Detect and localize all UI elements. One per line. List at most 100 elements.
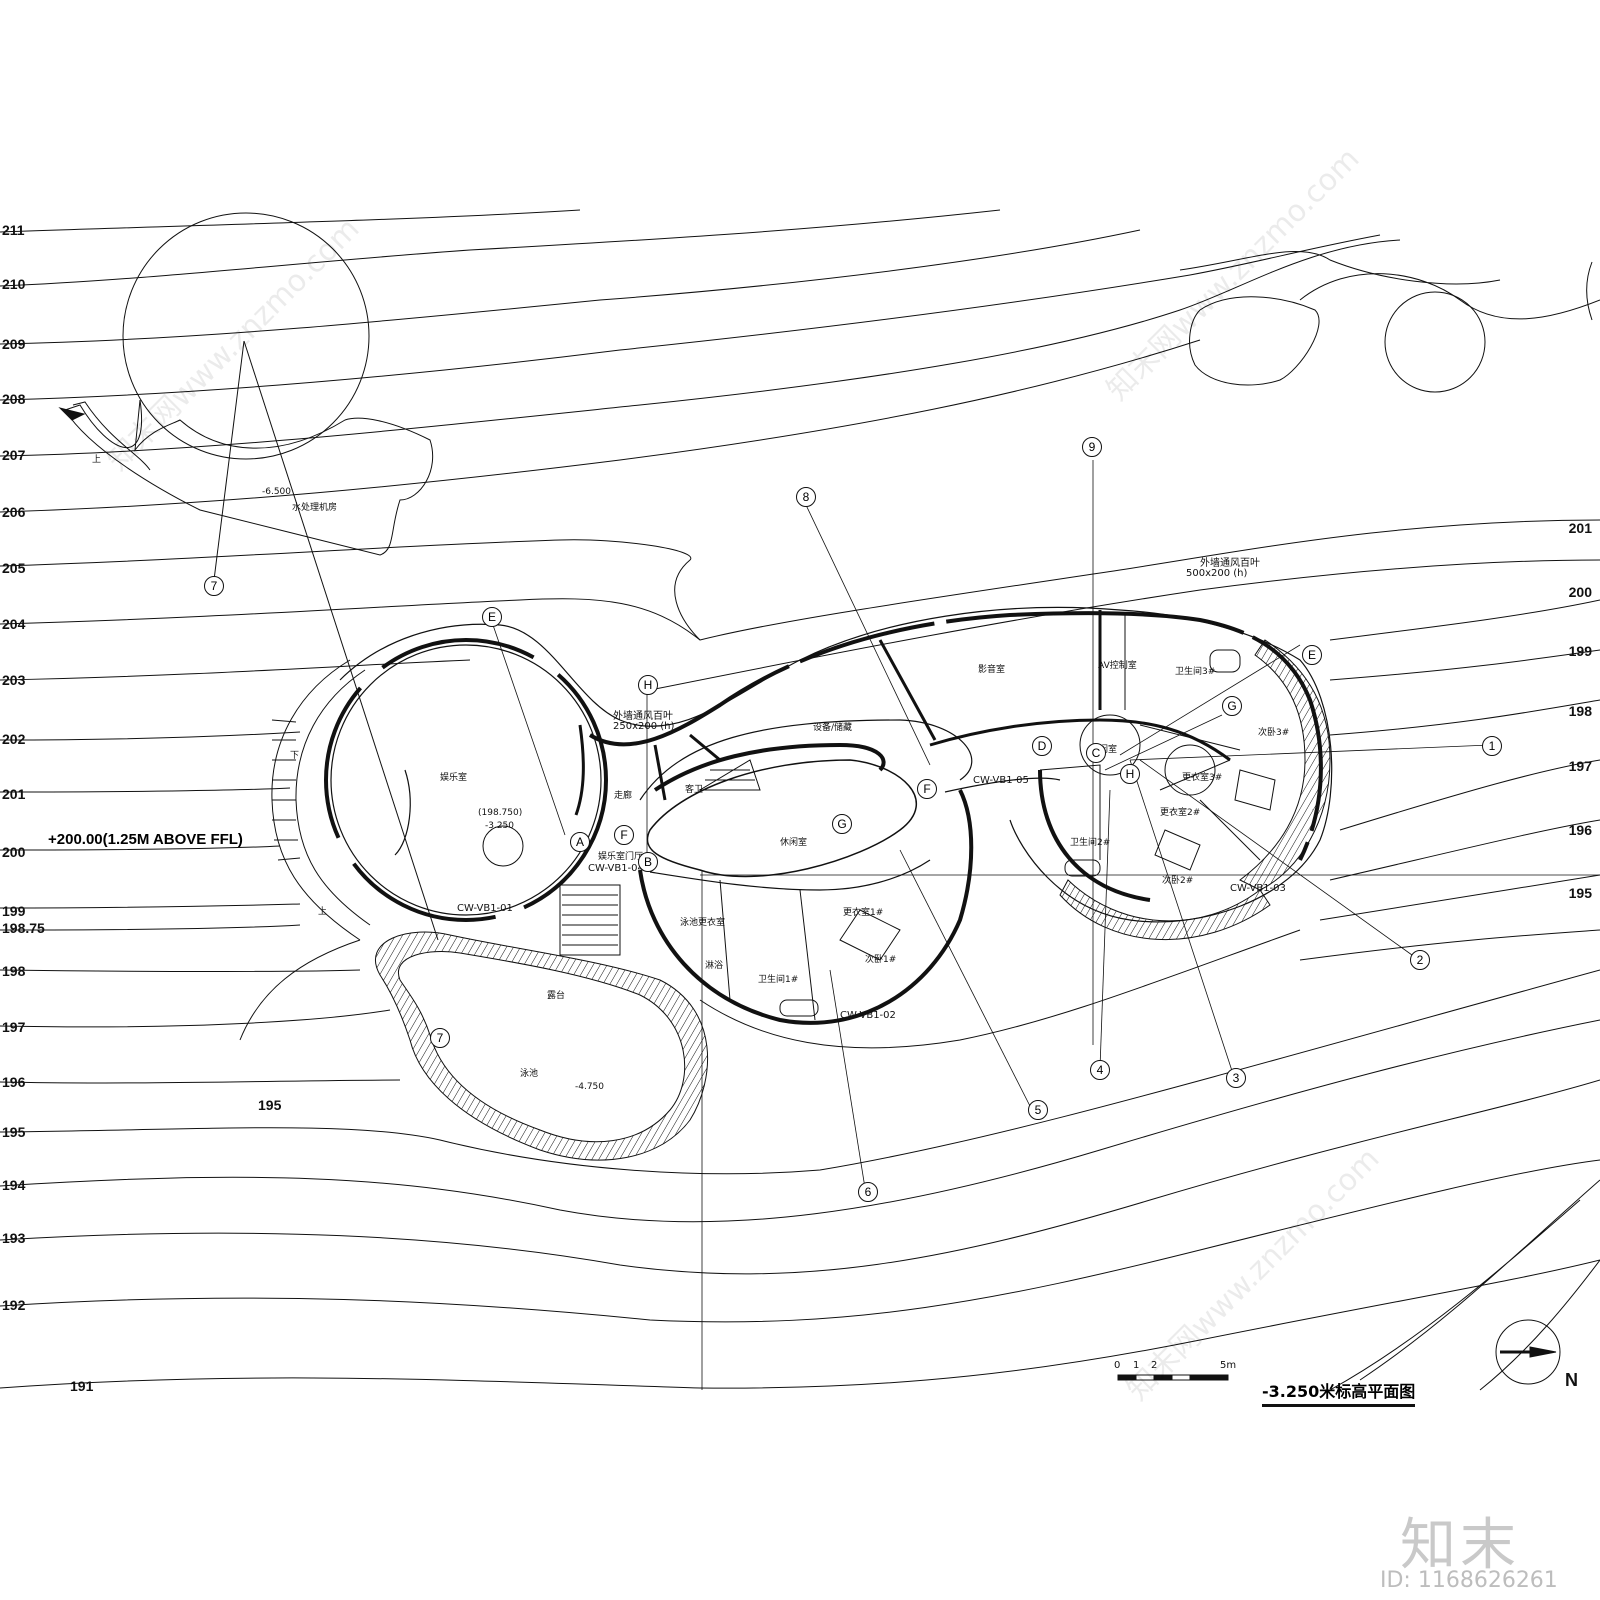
curtain-wall-tag: CW-VB1-03	[1230, 883, 1286, 894]
axis-bubble: 6	[858, 1182, 878, 1202]
contour-label-left: 208	[2, 391, 26, 407]
axis-bubble: 5	[1028, 1100, 1048, 1120]
curtain-wall-tag: CW-VB1-04	[588, 863, 644, 874]
room-closet3: 更衣室3#	[1182, 773, 1223, 783]
room-wc1: 卫生间1#	[758, 975, 799, 985]
interior-partitions	[653, 639, 1231, 801]
room-closet1: 更衣室1#	[843, 908, 884, 918]
watermark-logo: 知末	[1400, 1513, 1520, 1578]
room-suite2: 次卧2#	[1162, 876, 1194, 886]
axis-bubble: G	[1222, 696, 1242, 716]
room-terrace: 露台	[547, 991, 566, 1001]
building-envelope	[339, 606, 1333, 940]
axis-bubble: C	[1086, 743, 1106, 763]
axis-bubble: D	[1032, 736, 1052, 756]
entertainment-room-walls	[324, 638, 608, 922]
room-water-treatment: 水处理机房	[292, 503, 338, 513]
axis-bubble: B	[638, 852, 658, 872]
contour-label-left: 199	[2, 903, 26, 919]
contour-label-left: 210	[2, 276, 26, 292]
axis-bubble: A	[570, 832, 590, 852]
north-label: N	[1565, 1370, 1578, 1390]
contour-label-right: 197	[1568, 758, 1592, 774]
contour-label-right: 198	[1568, 703, 1592, 719]
room-closet2: 更衣室2#	[1160, 808, 1201, 818]
contour-label-left: 211	[2, 222, 25, 238]
room-pool: 泳池	[520, 1069, 539, 1079]
axis-bubble: 7	[204, 576, 224, 596]
grid-axes	[492, 460, 1600, 1390]
contour-label-left: 195	[2, 1124, 26, 1140]
louver-note: 外墙通风百叶	[1200, 558, 1260, 569]
contour-label-left: 200	[2, 844, 26, 860]
contour-label-left: 207	[2, 447, 26, 463]
contour-label-left: 206	[2, 504, 26, 520]
contour-lines	[0, 209, 1600, 1391]
scale-tick-label: 2	[1151, 1360, 1158, 1371]
room-entertainment-level2: -3.250	[485, 821, 515, 831]
contour-label-left: 197	[2, 1019, 26, 1035]
lower-wing-walls	[638, 789, 974, 1025]
contour-label-left: 205	[2, 560, 26, 576]
axis-bubble: 4	[1090, 1060, 1110, 1080]
room-hall: 娱乐室门厅	[598, 852, 644, 862]
contour-label-right: 196	[1568, 822, 1592, 838]
contour-label-right: 200	[1568, 584, 1592, 600]
curtain-wall-tag: CW-VB1-02	[840, 1010, 896, 1021]
ffl-note: +200.00(1.25M ABOVE FFL)	[48, 831, 243, 848]
room-suite3: 次卧3#	[1258, 728, 1290, 738]
terrace-pool	[374, 931, 709, 1161]
louver-size: 500x200 (h)	[1186, 568, 1248, 579]
circular-plaza	[122, 212, 439, 941]
room-entertainment: 娱乐室	[440, 773, 468, 783]
scale-tick-label: 0	[1114, 1360, 1121, 1371]
axis-bubble: 2	[1410, 950, 1430, 970]
room-av-control: AV控制室	[1098, 661, 1137, 671]
contour-label-left: 198	[2, 963, 26, 979]
scale-bar	[1117, 1374, 1229, 1381]
lounge-walls	[639, 719, 973, 878]
room-shower: 淋浴	[705, 961, 724, 971]
room-wc3: 卫生间3#	[1175, 667, 1216, 677]
room-entertainment-level: (198.750)	[478, 808, 523, 818]
axis-bubble: H	[638, 675, 658, 695]
suite-walls	[1038, 610, 1276, 902]
axis-bubble: F	[614, 825, 634, 845]
axis-bubble: F	[917, 779, 937, 799]
contour-label-left: 198.75	[2, 920, 45, 936]
room-cinema: 影音室	[978, 665, 1006, 675]
rock-features	[1189, 261, 1593, 393]
terrace-wall	[271, 659, 621, 956]
contour-label-right: 201	[1568, 520, 1592, 536]
room-water-level: -6.500	[262, 487, 292, 497]
contour-label-left: 202	[2, 731, 26, 747]
room-pool-changing: 泳池更衣室	[680, 918, 726, 928]
axis-bubble: E	[482, 607, 502, 627]
contour-label-right: 199	[1568, 643, 1592, 659]
north-arrow	[1495, 1319, 1561, 1385]
room-lounge: 休闲室	[780, 838, 808, 848]
contour-label-left: 203	[2, 672, 26, 688]
room-pool-level: -4.750	[575, 1082, 605, 1092]
drawing-title: -3.250米标高平面图	[1262, 1378, 1416, 1407]
axis-bubble: 1	[1482, 736, 1502, 756]
curtain-wall-tag: CW-VB1-05	[973, 775, 1029, 786]
contour-label-left: 192	[2, 1297, 26, 1313]
axis-bubble: H	[1120, 764, 1140, 784]
curtain-wall-tag: CW-VB1-01	[457, 903, 513, 914]
stair-up-label: 上	[318, 907, 328, 917]
water-treatment-room	[58, 399, 434, 556]
contour-label-left: 209	[2, 336, 26, 352]
scale-tick-label: 5m	[1220, 1360, 1237, 1371]
room-wc2: 卫生间2#	[1070, 838, 1111, 848]
louver-note: 外墙通风百叶	[613, 711, 673, 722]
watermark-id: ID: 1168626261	[1380, 1568, 1558, 1593]
axis-bubble: G	[832, 814, 852, 834]
contour-label-extra: 195	[258, 1097, 282, 1113]
stair-down-label: 下	[290, 751, 300, 761]
stair-up-label: 上	[92, 455, 102, 465]
axis-bubble: 7	[430, 1028, 450, 1048]
contour-label-left: 196	[2, 1074, 26, 1090]
contour-label-left: 191	[70, 1378, 94, 1394]
